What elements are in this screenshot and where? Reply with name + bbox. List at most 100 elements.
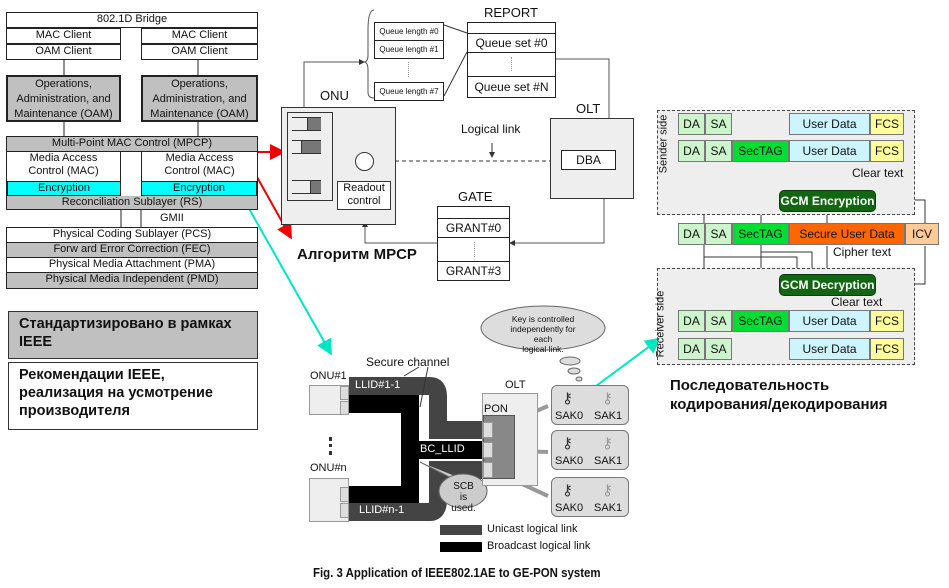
cyan-arrow-to-pon <box>242 197 332 356</box>
olt-pon-label: OLT <box>505 379 526 391</box>
sak-box-2: ⚷ ⚷ SAK0 SAK1 <box>551 430 629 470</box>
legend-broadcast: Broadcast logical link <box>487 540 591 552</box>
secure-channel-label: Secure channel <box>366 355 450 369</box>
report-title: REPORT <box>484 5 538 20</box>
readout-line: Readout <box>343 182 385 194</box>
queue-length-7: Queue length #7 <box>374 82 444 101</box>
onu-ellipsis <box>329 437 332 455</box>
scb-line: SCB is <box>453 481 474 503</box>
fcs-field: FCS <box>870 113 904 135</box>
pon-port <box>483 442 493 458</box>
llid1-label: LLID#1-1 <box>355 379 401 391</box>
queue-0 <box>292 117 321 131</box>
olt-label: OLT <box>576 101 601 116</box>
key-active-icon: ⚷ <box>562 435 573 452</box>
grant-0: GRANT#0 <box>437 218 510 238</box>
readout-control: Readout control <box>337 181 391 210</box>
mac-line: Media Access <box>29 152 98 164</box>
onu-label: ONU <box>320 88 349 103</box>
sa-field: SA <box>705 140 732 162</box>
onun-label: ONU#n <box>310 462 347 474</box>
readout-line: control <box>347 195 381 207</box>
key-inactive-icon: ⚷ <box>602 482 613 499</box>
sak0-label: SAK0 <box>555 410 584 422</box>
note-standardized: Стандартизировано в рамках IEEE <box>8 311 258 359</box>
encryption-right: Encryption <box>141 181 257 196</box>
da-field: DA <box>678 338 705 360</box>
receiver-side-label: Receiver side <box>654 290 667 358</box>
oam-line: Administration, and <box>152 93 247 105</box>
sa-field: SA <box>705 338 732 360</box>
oam-left: Operations, Administration, and Maintena… <box>6 75 121 122</box>
da-field: DA <box>678 113 705 135</box>
key-inactive-icon: ⚷ <box>602 390 613 407</box>
mpcp-layer: Multi-Point MAC Control (MPCP) <box>7 137 257 152</box>
queue-7 <box>292 180 321 194</box>
fcs-field: FCS <box>870 140 904 162</box>
queue-dots <box>408 62 409 77</box>
queue-set-n: Queue set #N <box>467 76 556 98</box>
cloud-line: independently for each <box>510 324 576 344</box>
pon-port <box>483 422 493 438</box>
grant-3: GRANT#3 <box>437 261 510 281</box>
oam-client-left: OAM Client <box>6 44 121 60</box>
pon-label: PON <box>484 403 508 415</box>
oam-line: Maintenance (OAM) <box>150 108 249 120</box>
queue-1 <box>292 140 321 154</box>
cloud-bubble <box>567 367 581 375</box>
onun-port <box>340 487 349 502</box>
logical-link-label: Logical link <box>461 122 521 136</box>
key-active-icon: ⚷ <box>562 482 573 499</box>
cyan-arrow-to-crypto <box>587 337 662 393</box>
key-cloud-text: Key is controlled independently for each… <box>502 314 584 354</box>
mac-client-right: MAC Client <box>141 28 258 44</box>
mac-left: Media Access Control (MAC) <box>7 152 121 182</box>
mpcp-caption: Алгоритм MPCP <box>297 246 417 263</box>
scb-text: SCB is used. <box>450 481 477 514</box>
legend-unicast: Unicast logical link <box>487 523 578 535</box>
bc-llid-label: BC_LLID <box>420 443 465 455</box>
broadcast-link <box>349 395 419 504</box>
mac-right: Media Access Control (MAC) <box>141 152 257 182</box>
scb-bubble <box>438 473 488 509</box>
user-data-field: User Data <box>789 338 870 360</box>
mac-line: Media Access <box>165 152 234 164</box>
cipher-text-label: Cipher text <box>833 245 892 259</box>
sender-side-label: Sender side <box>657 114 670 174</box>
crypto-caption-line: Последовательность <box>670 377 830 394</box>
fec-layer: Forw ard Error Correction (FEC) <box>7 243 257 258</box>
mac-line: Control (MAC) <box>28 165 99 177</box>
sak-box-3: ⚷ ⚷ SAK0 SAK1 <box>551 477 629 517</box>
crypto-caption: Последовательность кодирования/декодиров… <box>670 376 888 414</box>
mux-circle <box>355 152 374 171</box>
cloud-line: logical link. <box>522 344 564 354</box>
bridge-layer: 802.1D Bridge <box>6 12 258 28</box>
llidn-label: LLID#n-1 <box>359 504 405 516</box>
cloud-bubble <box>559 356 581 366</box>
queue-brace <box>363 9 375 99</box>
sectag-field: SecTAG <box>732 223 789 245</box>
sa-field: SA <box>705 223 732 245</box>
zoom-line <box>443 24 468 34</box>
user-data-field: User Data <box>789 310 870 332</box>
fcs-field: FCS <box>870 338 904 360</box>
onu1-port <box>340 386 349 400</box>
clear-text-label: Clear text <box>852 166 904 180</box>
pon-port <box>483 462 493 478</box>
secure-channel-pointer <box>419 366 429 408</box>
mac-line: Control (MAC) <box>164 165 235 177</box>
grant-dots <box>474 242 475 257</box>
onun-port <box>340 503 349 518</box>
mac-client-left: MAC Client <box>6 28 121 44</box>
sak1-label: SAK1 <box>594 502 623 514</box>
da-field: DA <box>678 140 705 162</box>
onu1-label: ONU#1 <box>310 370 347 382</box>
encryption-left: Encryption <box>7 181 121 196</box>
sak1-label: SAK1 <box>594 455 623 467</box>
gcm-decryption-block: GCM Decryption <box>779 274 876 296</box>
sa-field: SA <box>705 113 732 135</box>
scb-line: used. <box>451 503 476 514</box>
icv-field: ICV <box>905 223 939 245</box>
sa-field: SA <box>705 310 732 332</box>
oam-line: Operations, <box>35 78 92 90</box>
